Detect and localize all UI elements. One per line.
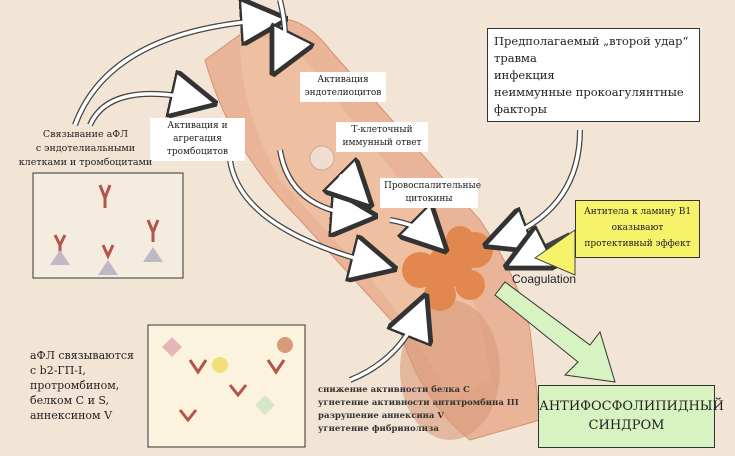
coagulation-label: Coagulation — [512, 272, 577, 286]
syndrome-arrow — [494, 281, 616, 383]
t-cell — [309, 145, 335, 171]
label-line: агрегация — [173, 134, 222, 144]
label-line: Активация и — [167, 121, 228, 131]
text-line: оказывают — [611, 223, 664, 233]
text-line: с эндотелиальными — [35, 143, 136, 154]
label-line: иммунный ответ — [342, 138, 422, 148]
second-hit-item: травма — [494, 51, 537, 65]
text-line: с b2-ГП-I, — [30, 364, 86, 377]
arrows-inner — [73, 0, 582, 382]
text-line: разрушение аннексина V — [318, 411, 444, 421]
label-line: Активация — [317, 75, 369, 85]
text-line: СИНДРОМ — [588, 418, 665, 433]
text-line: Антитела к ламину В1 — [583, 207, 692, 217]
text-line: аннексином V — [30, 409, 113, 422]
binding-text: Связывание аФЛ с эндотелиальными клеткам… — [8, 128, 163, 170]
label-endothelial-activation: Активация эндотелиоцитов — [300, 72, 386, 102]
text-line: Связывание аФЛ — [42, 129, 129, 140]
text-line: протективный эффект — [584, 239, 691, 249]
second-hit-title: Предполагаемый „второй удар“ — [494, 34, 689, 48]
text-line: АНТИФОСФОЛИПИДНЫЙ — [539, 399, 724, 414]
text-line: белком С и S, — [30, 394, 110, 407]
label-cytokines: Провоспалительные цитокины — [380, 178, 482, 208]
syndrome-box: АНТИФОСФОЛИПИДНЫЙ СИНДРОМ — [538, 385, 724, 448]
text-line: угнетение фибринолиза — [318, 424, 439, 434]
second-hit-item: факторы — [494, 102, 547, 116]
label-line: эндотелиоцитов — [304, 88, 382, 98]
label-tcell-response: Т-клеточный иммунный ответ — [336, 122, 428, 152]
label-line: Провоспалительные — [384, 181, 482, 191]
second-hit-box: Предполагаемый „второй удар“ травма инфе… — [487, 28, 700, 122]
text-line: клетками и тромбоцитами — [18, 157, 153, 168]
label-line: Т-клеточный — [351, 125, 413, 135]
label-line: тромбоцитов — [166, 147, 229, 157]
clot — [402, 226, 493, 311]
afl-binding-text: аФЛ связываются с b2-ГП-I, протромбином,… — [30, 348, 134, 423]
label-platelet-activation: Активация и агрегация тромбоцитов — [150, 118, 245, 161]
second-hit-item: неиммунные прокоагулянтные — [494, 85, 684, 99]
lamin-box: Антитела к ламину В1 оказывают протектив… — [575, 200, 700, 258]
label-line: цитокины — [405, 194, 453, 204]
text-line: снижение активности белка С — [318, 385, 470, 395]
text-line: протромбином, — [30, 379, 120, 392]
second-hit-item: инфекция — [494, 68, 555, 82]
effects-list: снижение активности белка С угнетение ак… — [318, 384, 519, 436]
text-line: аФЛ связываются — [30, 349, 134, 362]
text-line: угнетение активности антитромбина III — [318, 398, 519, 408]
